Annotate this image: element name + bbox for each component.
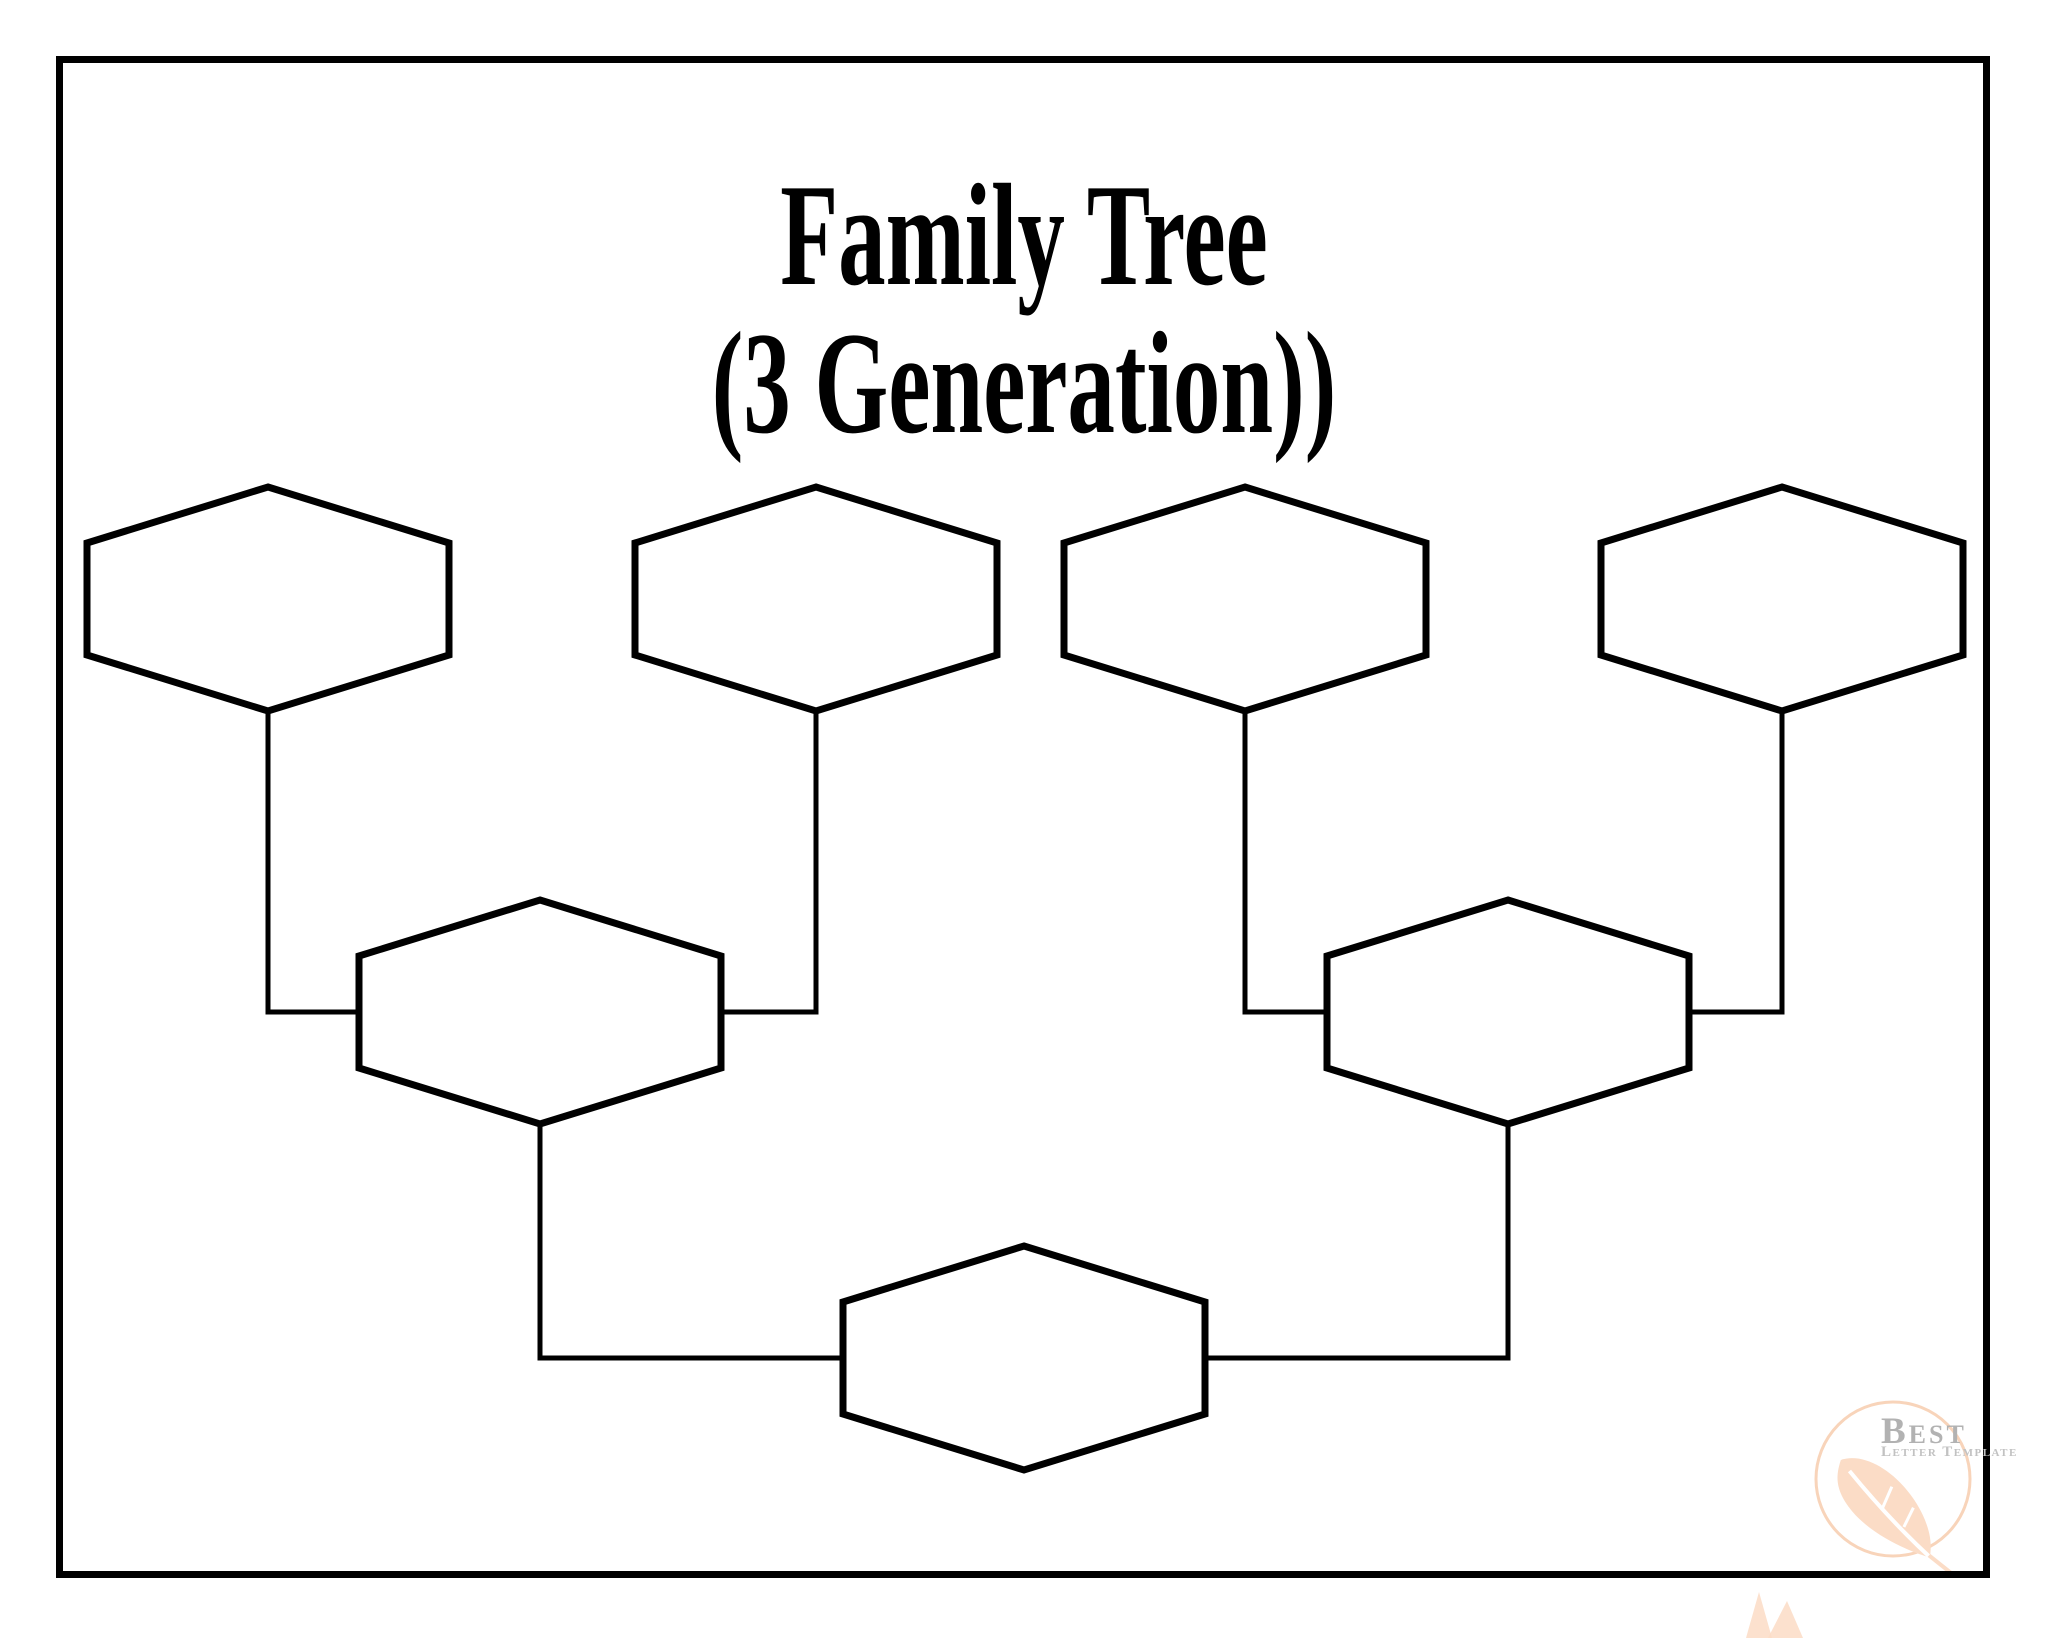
connector-parent-2-to-child	[1205, 1124, 1511, 1361]
title-line-1: Family Tree	[780, 154, 1268, 316]
feather-notches	[1880, 1486, 1915, 1528]
title-line-2: (3 Generation))	[711, 302, 1337, 464]
hexagon-node-grandparent-1	[83, 483, 453, 715]
feather-shaft	[1847, 1469, 1930, 1558]
hexagon-node-grandparent-2	[631, 483, 1001, 715]
hexagon-node-grandparent-3	[1060, 483, 1430, 715]
hexagon-node-child	[839, 1242, 1209, 1474]
connector-grandparent-2-to-parent-1	[721, 711, 819, 1015]
hexagon-node-parent-1	[355, 896, 725, 1128]
connector-grandparent-4-to-parent-2	[1689, 711, 1785, 1015]
watermark-circle	[1814, 1400, 1972, 1558]
page-title: Family Tree (3 Generation))	[0, 161, 2048, 457]
hexagon-node-grandparent-4	[1597, 483, 1967, 715]
connector-grandparent-1-to-parent-1	[265, 711, 359, 1015]
watermark-logo	[1746, 1400, 1972, 1638]
watermark-tagline-text: Letter Template	[1881, 1444, 2018, 1460]
watermark-corner-fragment	[1746, 1592, 1772, 1638]
hexagon-node-parent-2	[1323, 896, 1693, 1128]
connector-parent-1-to-child	[537, 1124, 843, 1361]
feather-icon	[1837, 1458, 1956, 1578]
connector-grandparent-3-to-parent-2	[1242, 711, 1327, 1015]
watermark-brand-text: Best	[1881, 1411, 1967, 1452]
watermark-corner-fragment-2	[1768, 1601, 1803, 1638]
